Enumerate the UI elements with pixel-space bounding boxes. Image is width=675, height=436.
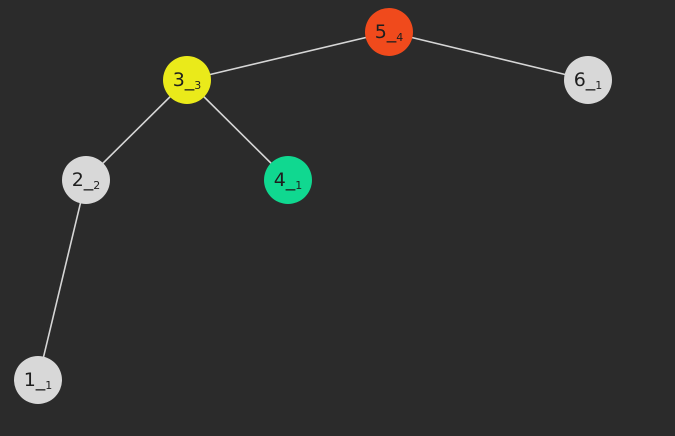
tree-node-1: 1_1 xyxy=(14,356,62,404)
node-circle xyxy=(564,56,612,104)
node-label: 5_4 xyxy=(375,21,404,44)
node-label: 1_1 xyxy=(24,369,53,392)
node-subscript: 1 xyxy=(45,379,52,392)
edge-n5-n6 xyxy=(388,31,589,81)
node-label: 4_1 xyxy=(274,169,303,192)
node-circle xyxy=(365,8,413,56)
edge-n5-n3 xyxy=(186,31,390,81)
node-circle xyxy=(163,56,211,104)
node-key: 1_ xyxy=(24,369,46,391)
node-key: 6_ xyxy=(574,69,596,91)
node-subscript: 2 xyxy=(93,179,100,192)
tree-node-3: 3_3 xyxy=(163,56,211,104)
edge-n2-n1 xyxy=(37,179,87,381)
tree-node-2: 2_2 xyxy=(62,156,110,204)
node-label: 6_1 xyxy=(574,69,603,92)
node-subscript: 4 xyxy=(396,31,403,44)
tree-node-5: 5_4 xyxy=(365,8,413,56)
node-key: 5_ xyxy=(375,21,397,43)
node-circle xyxy=(264,156,312,204)
node-subscript: 1 xyxy=(595,79,602,92)
node-circle xyxy=(14,356,62,404)
tree-node-4: 4_1 xyxy=(264,156,312,204)
node-key: 3_ xyxy=(173,69,195,91)
node-label: 3_3 xyxy=(173,69,202,92)
tree-node-6: 6_1 xyxy=(564,56,612,104)
node-key: 2_ xyxy=(72,169,94,191)
node-key: 4_ xyxy=(274,169,296,191)
edges-layer xyxy=(37,31,589,381)
node-circle xyxy=(62,156,110,204)
node-label: 2_2 xyxy=(72,169,101,192)
node-subscript: 1 xyxy=(295,179,302,192)
node-subscript: 3 xyxy=(194,79,201,92)
